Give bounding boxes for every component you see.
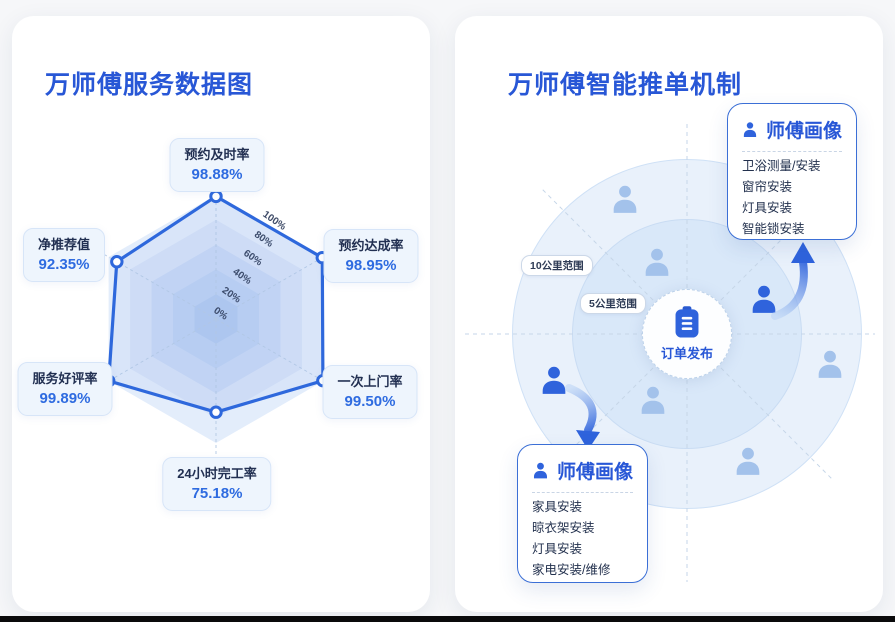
metric-label: 预约达成率 [338, 237, 404, 253]
service-item: 智能锁安装 [742, 222, 805, 236]
left-panel-title: 万师傅服务数据图 [45, 70, 254, 99]
profile-card-title: 师傅画像 [556, 462, 633, 483]
range-badge-5km: 5公里范围 [580, 293, 646, 314]
metric-value: 92.35% [38, 255, 90, 273]
matched-master-icon [749, 284, 779, 316]
master-icon [743, 121, 757, 137]
metric-label: 服务好评率 [32, 370, 98, 386]
metric-card-nps: 净推荐值 92.35% [22, 227, 106, 283]
master-profile-card-bottom: 师傅画像 家具安装晾衣架安装灯具安装家电安装/维修 [517, 444, 648, 583]
nearby-master-icon [642, 247, 672, 279]
radar-chart: 0%20%40%60%80%100% [89, 172, 343, 466]
service-data-panel: 万师傅服务数据图 0%20%40%60%80%100% 预约及时率 98.88%… [12, 16, 430, 612]
service-item: 家电安装/维修 [532, 563, 611, 577]
nearby-master-icon [610, 184, 640, 216]
order-hub: 订单发布 [642, 289, 732, 379]
service-item: 家具安装 [532, 500, 583, 514]
dispatch-scene: 订单发布 10公里范围 5公里范围 [455, 16, 883, 612]
order-publish-label: 订单发布 [660, 346, 713, 361]
bottom-black-bar [0, 616, 895, 622]
nearby-master-icon [733, 446, 763, 478]
service-item: 窗帘安装 [742, 180, 793, 194]
dispatch-arrow-up [771, 242, 815, 320]
metric-value: 99.89% [39, 389, 91, 407]
metric-label: 净推荐值 [37, 236, 91, 252]
metric-value: 98.88% [191, 165, 243, 183]
metric-card-good-review: 服务好评率 99.89% [17, 361, 113, 417]
metric-value: 98.95% [345, 256, 397, 274]
metric-card-first-visit: 一次上门率 99.50% [322, 364, 418, 420]
metric-label: 预约及时率 [184, 146, 250, 162]
metric-card-appointment-fulfilled: 预约达成率 98.95% [323, 228, 419, 284]
metric-value: 99.50% [344, 392, 396, 410]
dispatch-arrows [565, 242, 815, 450]
right-panel-title: 万师傅智能推单机制 [508, 70, 743, 99]
metric-card-appointment-ontime: 预约及时率 98.88% [169, 137, 265, 193]
nearby-master-icon [815, 349, 845, 381]
profile-card-header: 师傅画像 [742, 116, 842, 143]
dashed-divider [742, 151, 842, 152]
dashed-divider [532, 492, 633, 493]
range-badge-10km: 10公里范围 [521, 255, 593, 276]
service-item: 晾衣架安装 [532, 521, 595, 535]
metric-label: 24小时完工率 [177, 465, 257, 481]
metric-label: 一次上门率 [337, 373, 403, 389]
service-item: 灯具安装 [742, 201, 793, 215]
service-list: 家具安装晾衣架安装灯具安装家电安装/维修 [532, 497, 633, 581]
service-item: 灯具安装 [532, 542, 583, 556]
nearby-master-icon [638, 385, 668, 417]
profile-card-header: 师傅画像 [532, 457, 633, 484]
master-profile-card-top: 师傅画像 卫浴测量/安装窗帘安装灯具安装智能锁安装 [727, 103, 857, 240]
matched-master-icon [539, 365, 569, 397]
profile-card-title: 师傅画像 [765, 121, 842, 142]
service-item: 卫浴测量/安装 [742, 159, 821, 173]
smart-dispatch-panel: 万师傅智能推单机制 [455, 16, 883, 612]
metric-card-24h-completion: 24小时完工率 75.18% [162, 456, 272, 512]
master-icon [533, 462, 548, 478]
dispatch-arrow-down [565, 384, 600, 450]
service-list: 卫浴测量/安装窗帘安装灯具安装智能锁安装 [742, 156, 842, 240]
clipboard-icon [675, 306, 699, 338]
metric-value: 75.18% [191, 484, 243, 502]
